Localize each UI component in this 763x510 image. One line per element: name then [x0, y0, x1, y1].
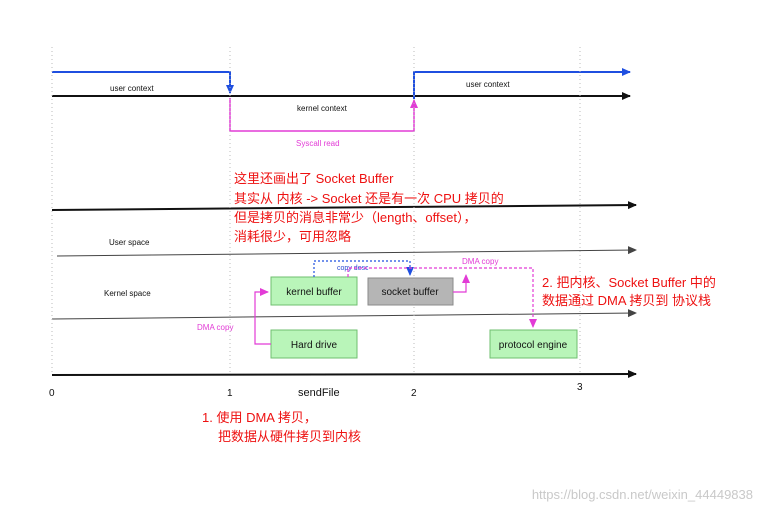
dma-copy-top-label: DMA copy	[462, 257, 498, 266]
note-top-line-3: 但是拷贝的消息非常少（length、offset），	[234, 210, 476, 225]
note-top: 这里还画出了 Socket Buffer 其实从 内核 -> Socket 还是…	[234, 171, 504, 244]
tick-2: 2	[411, 388, 417, 399]
copy-desc-label: copy desc	[337, 265, 369, 272]
kernel-hw-divider	[51, 309, 637, 320]
protocol-engine-box: protocol engine	[489, 329, 578, 359]
copy-desc-arrow	[313, 260, 414, 277]
user-context-label-left: user context	[110, 84, 154, 93]
user-kernel-divider	[56, 246, 637, 257]
note-right-line-2: 数据通过 DMA 拷贝到 协议栈	[542, 293, 711, 308]
hard-drive-label: Hard drive	[291, 340, 338, 351]
note-right-line-1: 2. 把内核、Socket Buffer 中的	[542, 275, 716, 290]
user-context-return-line	[413, 68, 631, 99]
socket-buffer-label: socket buffer	[381, 287, 439, 298]
sendfile-label: sendFile	[298, 387, 340, 399]
tick-1: 1	[227, 388, 233, 399]
note-top-line-4: 消耗很少，可用忽略	[234, 229, 351, 244]
kernel-buffer-label: kernel buffer	[286, 287, 342, 298]
kernel-buffer-box: kernel buffer	[270, 276, 358, 306]
dma-copy-hd-to-kernel-arrow	[254, 288, 271, 345]
socket-buffer-dma-up-arrow	[453, 274, 470, 293]
dma-copy-socket-to-protocol-arrow	[347, 267, 537, 328]
kernel-context-label: kernel context	[297, 104, 348, 113]
note-right: 2. 把内核、Socket Buffer 中的 数据通过 DMA 拷贝到 协议栈	[542, 275, 716, 308]
top-space-axis	[51, 201, 637, 211]
protocol-engine-label: protocol engine	[499, 340, 568, 351]
hard-drive-box: Hard drive	[270, 329, 358, 359]
user-space-label: User space	[109, 238, 150, 247]
note-top-line-2: 其实从 内核 -> Socket 还是有一次 CPU 拷贝的	[234, 191, 504, 206]
note-bottom-line-1: 1. 使用 DMA 拷贝，	[202, 410, 317, 425]
tick-0: 0	[49, 388, 55, 399]
syscall-read-label: Syscall read	[296, 139, 340, 148]
syscall-read-line	[229, 98, 418, 132]
user-context-label-right: user context	[466, 80, 510, 89]
socket-buffer-box: socket buffer	[367, 277, 454, 306]
timeline-axis	[51, 370, 637, 379]
dma-copy-left-label: DMA copy	[197, 323, 233, 332]
kernel-space-label: Kernel space	[104, 289, 151, 298]
note-bottom: 1. 使用 DMA 拷贝， 把数据从硬件拷贝到内核	[202, 410, 361, 444]
watermark: https://blog.csdn.net/weixin_44449838	[532, 487, 753, 502]
tick-3: 3	[577, 382, 583, 393]
note-top-line-1: 这里还画出了 Socket Buffer	[234, 171, 394, 186]
note-bottom-line-2: 把数据从硬件拷贝到内核	[218, 429, 361, 444]
